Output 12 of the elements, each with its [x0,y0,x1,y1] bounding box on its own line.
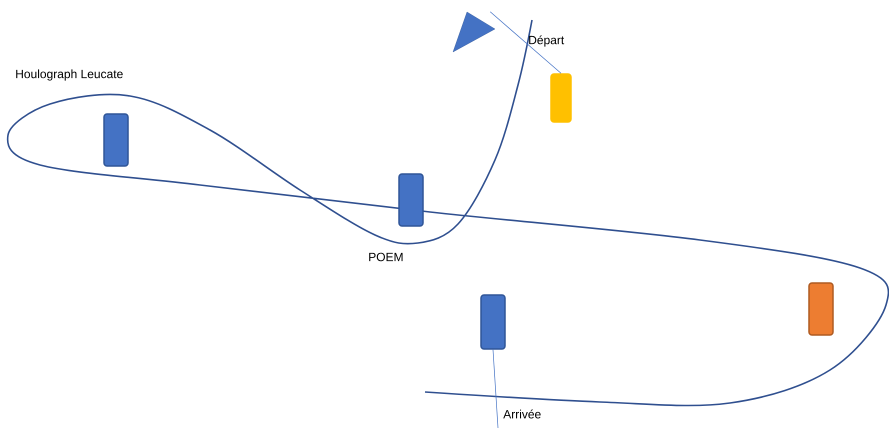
buoy [103,113,129,167]
buoy [480,294,506,350]
buoy [550,73,572,123]
start-flag [452,12,496,52]
buoy [808,282,834,336]
buoy-name: Houlograph Leucate [16,69,123,81]
edge-label: Départ [529,35,564,47]
edge-label: Arrivée [503,410,541,418]
finish-line [492,349,498,428]
start-line [490,11,562,74]
buoy-name: POEM [369,252,403,262]
buoy [398,173,424,227]
